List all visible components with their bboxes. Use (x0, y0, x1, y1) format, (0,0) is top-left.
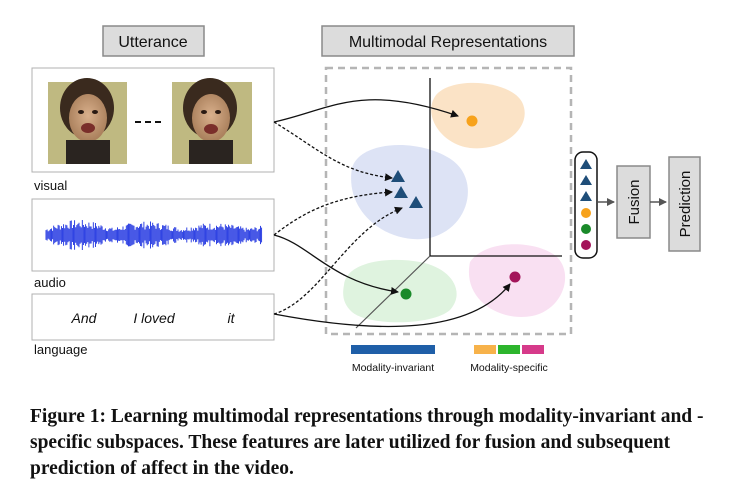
feature-vector (574, 151, 598, 259)
legend-specific-label: Modality-specific (470, 362, 548, 374)
language-word-2: I loved (133, 310, 175, 326)
invariant-triangle-language (409, 196, 423, 208)
invariant-subspace-blob (351, 145, 468, 240)
space-points (391, 115, 521, 300)
invariant-triangle-audio (394, 186, 408, 198)
visual-specific-blob (431, 82, 525, 149)
video-frame-1 (48, 78, 127, 164)
fusion-box: Fusion (616, 165, 651, 239)
representation-space (324, 66, 573, 336)
language-specific-point (509, 271, 521, 283)
utterance-title: Utterance (118, 34, 187, 51)
multimodal-title: Multimodal Representations (349, 34, 547, 51)
audio-label: audio (34, 275, 66, 290)
prediction-box: Prediction (668, 156, 701, 252)
language-word-3: it (228, 310, 236, 326)
audio-waveform (45, 220, 263, 250)
legend: Modality-invariant Modality-specific (351, 345, 548, 374)
legend-green-swatch (498, 345, 520, 354)
video-frame-2 (172, 78, 252, 164)
legend-orange-swatch (474, 345, 496, 354)
language-word-1: And (71, 310, 98, 326)
legend-magenta-swatch (522, 345, 544, 354)
waveform-path (45, 220, 263, 250)
visual-label: visual (34, 178, 67, 193)
legend-invariant-swatch (351, 345, 435, 354)
audio-panel (31, 198, 275, 272)
language-label: language (34, 342, 88, 357)
audio-specific-point (400, 288, 412, 300)
audio-specific-blob (343, 259, 457, 323)
utterance-header: Utterance (102, 25, 205, 57)
figure-caption: Figure 1: Learning multimodal representa… (30, 406, 704, 479)
language-panel: And I loved it (31, 293, 275, 341)
invariant-triangle-visual (391, 170, 405, 182)
figure-diagram: Utterance Multimodal Representations (31, 25, 701, 374)
visual-panel (31, 67, 275, 173)
visual-specific-point (466, 115, 478, 127)
multimodal-header: Multimodal Representations (321, 25, 575, 57)
fusion-label: Fusion (626, 179, 643, 224)
prediction-label: Prediction (677, 171, 694, 238)
projection-arrows (273, 99, 511, 328)
legend-invariant-label: Modality-invariant (352, 362, 434, 374)
